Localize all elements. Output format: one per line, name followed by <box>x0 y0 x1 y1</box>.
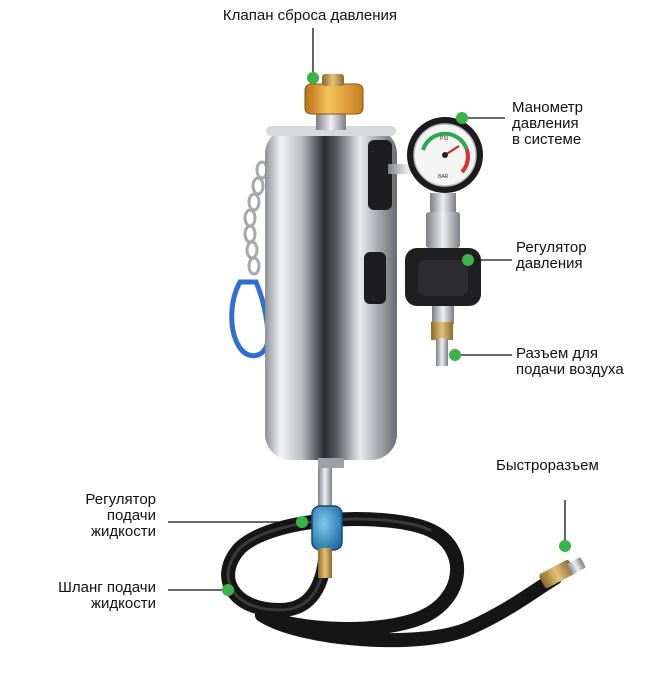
carabiner <box>229 279 271 359</box>
pressure-release-cap <box>304 74 364 130</box>
label-fluid-supply-hose: Шланг подачи жидкости <box>58 579 156 612</box>
tank-chain <box>243 160 269 276</box>
quick-coupler-fitting <box>539 557 586 588</box>
tank-body <box>265 126 397 468</box>
label-system-pressure-gauge: Манометр давления в системе <box>512 99 584 148</box>
tank-bracket <box>364 140 392 304</box>
air-connector <box>431 322 453 366</box>
callout-lines <box>168 28 566 591</box>
gauge-unit-bar: BAR <box>438 174 449 180</box>
gauge-unit-psi: PSI <box>440 136 448 142</box>
label-quick-coupler: Быстроразъем <box>496 457 599 474</box>
label-pressure-release-valve: Клапан сброса давления <box>222 7 398 24</box>
callout-dot-hose <box>222 584 234 596</box>
connector-pipe <box>388 164 428 174</box>
callout-dot-release-valve <box>307 72 319 84</box>
fluid-hose <box>221 512 562 648</box>
callout-dot-fluid-regulator <box>296 516 308 528</box>
callout-dot-quick-coupler <box>559 540 571 552</box>
callout-dot-air <box>449 349 461 361</box>
callout-dot-regulator <box>462 254 474 266</box>
label-fluid-supply-regulator: Регулятор подачи жидкости <box>85 491 156 540</box>
fluid-regulator-valve <box>311 462 343 578</box>
label-pressure-regulator: Регулятор давления <box>516 239 587 272</box>
callout-dot-gauge <box>456 112 468 124</box>
callout-dots <box>222 72 571 596</box>
label-air-supply-connector: Разъем для подачи воздуха <box>516 345 624 378</box>
pressure-regulator-body <box>405 193 481 324</box>
pressure-gauge: PSI BAR <box>407 117 483 193</box>
